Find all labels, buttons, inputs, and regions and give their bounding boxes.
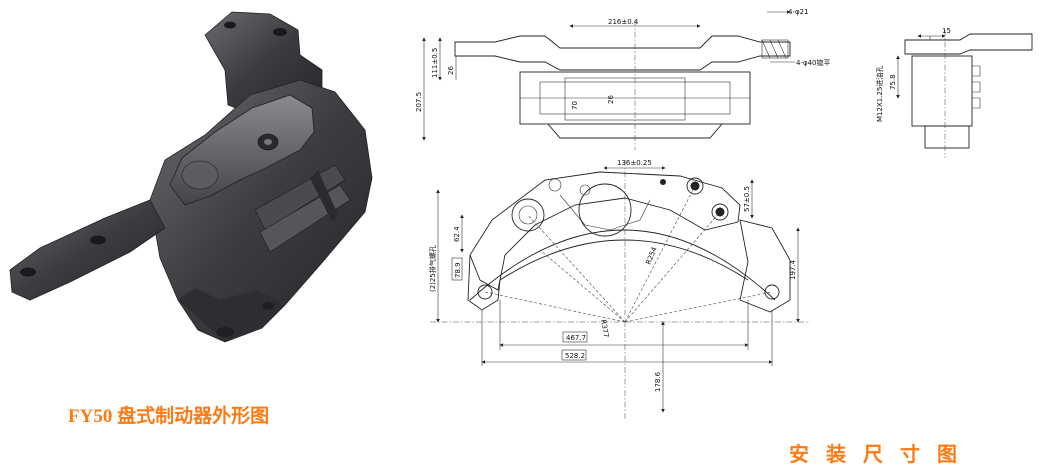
dim-26-mid: 26 [607,95,615,104]
dim-vent: (2)25排气螺孔 [428,245,437,292]
dim-70: 70 [571,101,579,110]
dim-r254: R254 [644,245,658,265]
dim-r377: R377 [599,319,610,338]
dim-15: 15 [942,27,951,35]
caption-install-dimensions: 安 装 尺 寸 图 [789,444,963,466]
side-view: 15 75.8 M12X1.25进油孔 [875,27,1033,158]
dim-136: 136±0.25 [617,159,652,167]
dim-111: 111±0.5 [431,48,439,78]
top-view: 216±0.4 4-φ21 4-φ40锪平 111±0.5 26 207.5 7… [415,8,831,150]
dim-57: 57±0.5 [743,186,751,212]
dim-75: 75.8 [889,74,897,90]
front-view: 136±0.25 57±0.5 62.4 78.9 (2)25排气螺孔 R254… [428,159,810,420]
dim-528: 528.2 [565,352,585,360]
dim-holes-top: 4-φ21 [788,8,809,16]
dim-26-left: 26 [447,66,455,75]
dim-178: 178.6 [654,371,662,392]
dim-62: 62.4 [453,226,461,242]
dim-197: 197.4 [789,259,797,280]
caliper-3d-render [9,11,373,343]
dim-216: 216±0.4 [608,18,639,26]
dim-78: 78.9 [454,262,462,278]
dim-207: 207.5 [415,92,423,112]
dim-thread: M12X1.25进油孔 [875,66,884,122]
dim-467: 467.7 [566,334,586,342]
caption-3d-title: FY50 盘式制动器外形图 [68,406,270,427]
dim-holes-spotface: 4-φ40锪平 [796,58,831,67]
